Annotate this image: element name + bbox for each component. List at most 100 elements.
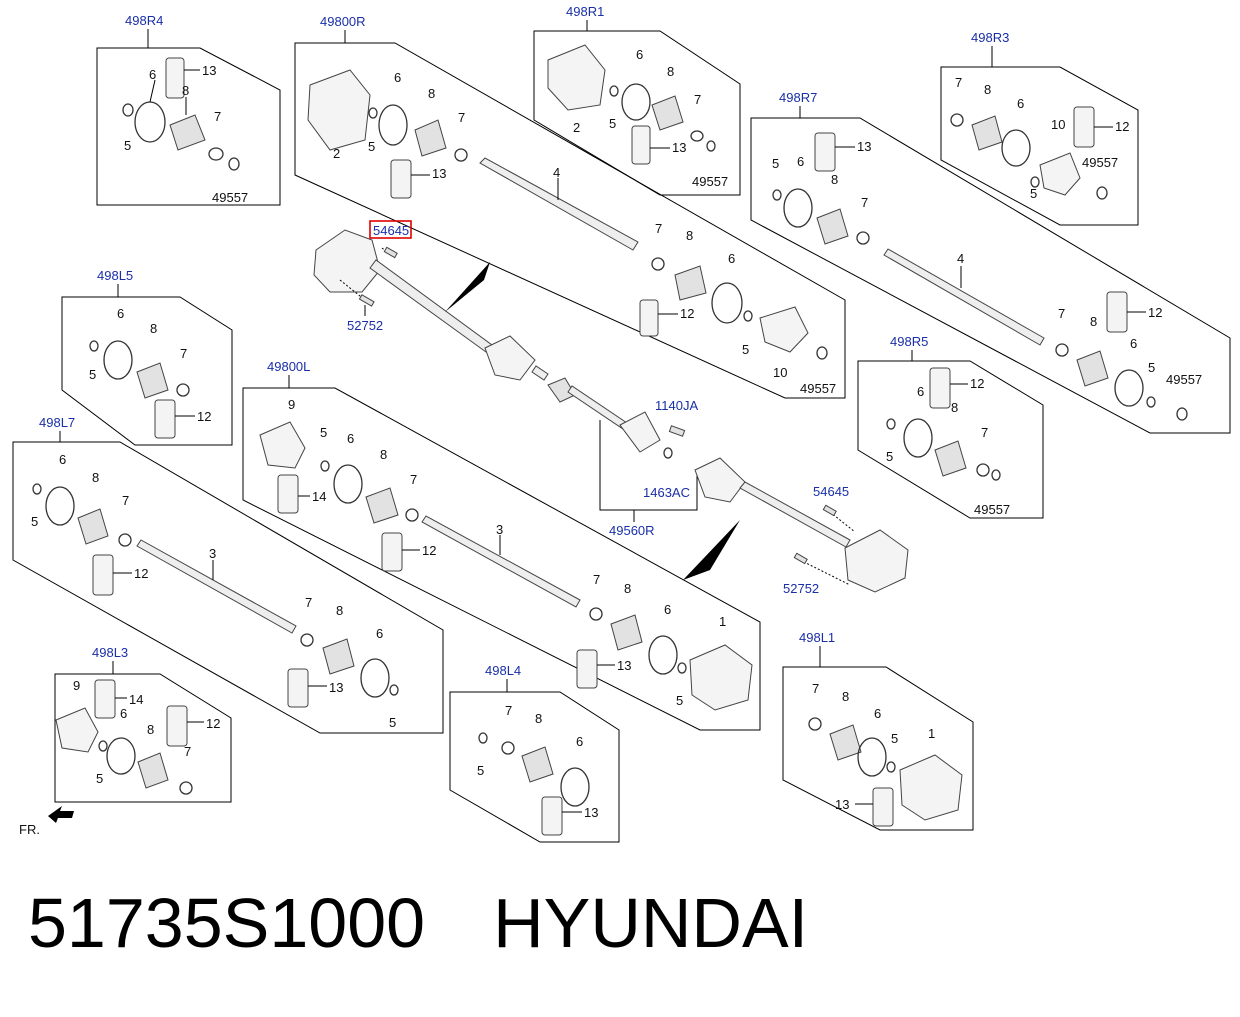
kit-frame-498R3 xyxy=(940,66,1139,226)
svg-text:6: 6 xyxy=(376,626,383,641)
label-1140JA[interactable]: 1140JA xyxy=(655,398,698,413)
label-54645-highlighted[interactable]: 54645 xyxy=(373,223,409,238)
kit-498L1: 498L1 7 8 6 5 1 13 xyxy=(782,630,974,831)
svg-text:12: 12 xyxy=(680,306,694,321)
svg-text:7: 7 xyxy=(458,110,465,125)
brand-name: HYUNDAI xyxy=(493,884,809,962)
svg-text:7: 7 xyxy=(1058,306,1065,321)
kit-frame-498R1 xyxy=(533,30,741,196)
kit-498R5: 498R5 12 6 5 8 7 49557 xyxy=(857,334,1044,519)
svg-text:49557: 49557 xyxy=(212,190,248,205)
svg-text:5: 5 xyxy=(886,449,893,464)
svg-text:6: 6 xyxy=(394,70,401,85)
label-52752[interactable]: 52752 xyxy=(783,581,819,596)
svg-text:7: 7 xyxy=(655,221,662,236)
kit-label-498L3[interactable]: 498L3 xyxy=(92,645,128,660)
section-arrow xyxy=(445,262,490,312)
svg-text:13: 13 xyxy=(835,797,849,812)
kit-frame-49800L xyxy=(242,387,761,731)
svg-text:6: 6 xyxy=(728,251,735,266)
boot-cv xyxy=(414,119,447,157)
kit-label-498L5[interactable]: 498L5 xyxy=(97,268,133,283)
svg-text:1: 1 xyxy=(928,726,935,741)
kit-label-498R4[interactable]: 498R4 xyxy=(125,13,163,28)
svg-text:12: 12 xyxy=(197,409,211,424)
svg-text:8: 8 xyxy=(624,581,631,596)
svg-text:49557: 49557 xyxy=(692,174,728,189)
hub-bearing xyxy=(844,529,909,593)
svg-text:7: 7 xyxy=(955,75,962,90)
svg-text:12: 12 xyxy=(422,543,436,558)
drive-shaft xyxy=(479,157,639,251)
kit-frame-498R4 xyxy=(96,47,281,206)
hub-bearing xyxy=(689,644,753,711)
label-1463AC[interactable]: 1463AC xyxy=(643,485,690,500)
svg-text:5: 5 xyxy=(96,771,103,786)
kit-label-49800L[interactable]: 49800L xyxy=(267,359,310,374)
svg-text:8: 8 xyxy=(535,711,542,726)
clip-ring xyxy=(122,103,134,117)
svg-text:13: 13 xyxy=(432,166,446,181)
kit-label-498R7[interactable]: 498R7 xyxy=(779,90,817,105)
svg-text:5: 5 xyxy=(742,342,749,357)
svg-text:9: 9 xyxy=(73,678,80,693)
svg-text:6: 6 xyxy=(917,384,924,399)
svg-text:6: 6 xyxy=(59,452,66,467)
svg-text:13: 13 xyxy=(202,63,216,78)
svg-text:6: 6 xyxy=(1017,96,1024,111)
label-54645[interactable]: 54645 xyxy=(813,484,849,499)
section-arrow xyxy=(683,520,740,580)
svg-text:8: 8 xyxy=(336,603,343,618)
svg-text:6: 6 xyxy=(664,602,671,617)
label-52752[interactable]: 52752 xyxy=(347,318,383,333)
assembly-49800L: 49800L 9 5 6 14 8 7 12 3 7 8 6 13 5 1 xyxy=(242,359,761,731)
svg-text:3: 3 xyxy=(496,522,503,537)
arrow-icon xyxy=(48,806,74,823)
svg-text:13: 13 xyxy=(857,139,871,154)
svg-text:49557: 49557 xyxy=(1166,372,1202,387)
svg-text:5: 5 xyxy=(1030,186,1037,201)
highlight-box-54645 xyxy=(369,220,412,239)
outer-cv-joint xyxy=(759,306,809,353)
kit-label-498R3[interactable]: 498R3 xyxy=(971,30,1009,45)
part-number: 51735S1000 xyxy=(28,884,426,962)
kit-label-49560R[interactable]: 49560R xyxy=(609,523,655,538)
kit-label-498L1[interactable]: 498L1 xyxy=(799,630,835,645)
grease-tube xyxy=(390,159,412,199)
boot-cv xyxy=(169,114,206,151)
svg-text:2: 2 xyxy=(573,120,580,135)
kit-label-498R1[interactable]: 498R1 xyxy=(566,4,604,19)
svg-text:14: 14 xyxy=(129,692,143,707)
kit-label-49800R[interactable]: 49800R xyxy=(320,14,366,29)
svg-text:5: 5 xyxy=(772,156,779,171)
kit-label-498R5[interactable]: 498R5 xyxy=(890,334,928,349)
boot-ring xyxy=(378,104,408,146)
kit-label-498L7[interactable]: 498L7 xyxy=(39,415,75,430)
svg-text:6: 6 xyxy=(149,67,156,82)
svg-text:5: 5 xyxy=(89,367,96,382)
svg-text:10: 10 xyxy=(773,365,787,380)
svg-text:3: 3 xyxy=(209,546,216,561)
svg-text:6: 6 xyxy=(797,154,804,169)
band-clamp xyxy=(208,147,224,161)
svg-text:7: 7 xyxy=(694,92,701,107)
kit-498L3: 498L3 9 14 12 6 5 8 7 xyxy=(54,645,232,803)
boot-ring xyxy=(134,101,166,143)
snap-ring xyxy=(228,157,240,171)
kit-498R3: 498R3 7 8 6 10 5 12 49557 xyxy=(940,30,1139,226)
svg-text:6: 6 xyxy=(347,431,354,446)
drive-shaft xyxy=(136,539,297,634)
svg-text:12: 12 xyxy=(206,716,220,731)
orientation-label: FR. xyxy=(19,822,40,837)
kit-label-498L4[interactable]: 498L4 xyxy=(485,663,521,678)
hub-bearing xyxy=(313,229,381,293)
hub-bearing xyxy=(307,69,371,151)
svg-text:8: 8 xyxy=(842,689,849,704)
svg-text:5: 5 xyxy=(389,715,396,730)
svg-text:5: 5 xyxy=(477,763,484,778)
svg-text:6: 6 xyxy=(1130,336,1137,351)
svg-text:7: 7 xyxy=(214,109,221,124)
svg-text:8: 8 xyxy=(667,64,674,79)
svg-text:7: 7 xyxy=(861,195,868,210)
svg-text:12: 12 xyxy=(1115,119,1129,134)
